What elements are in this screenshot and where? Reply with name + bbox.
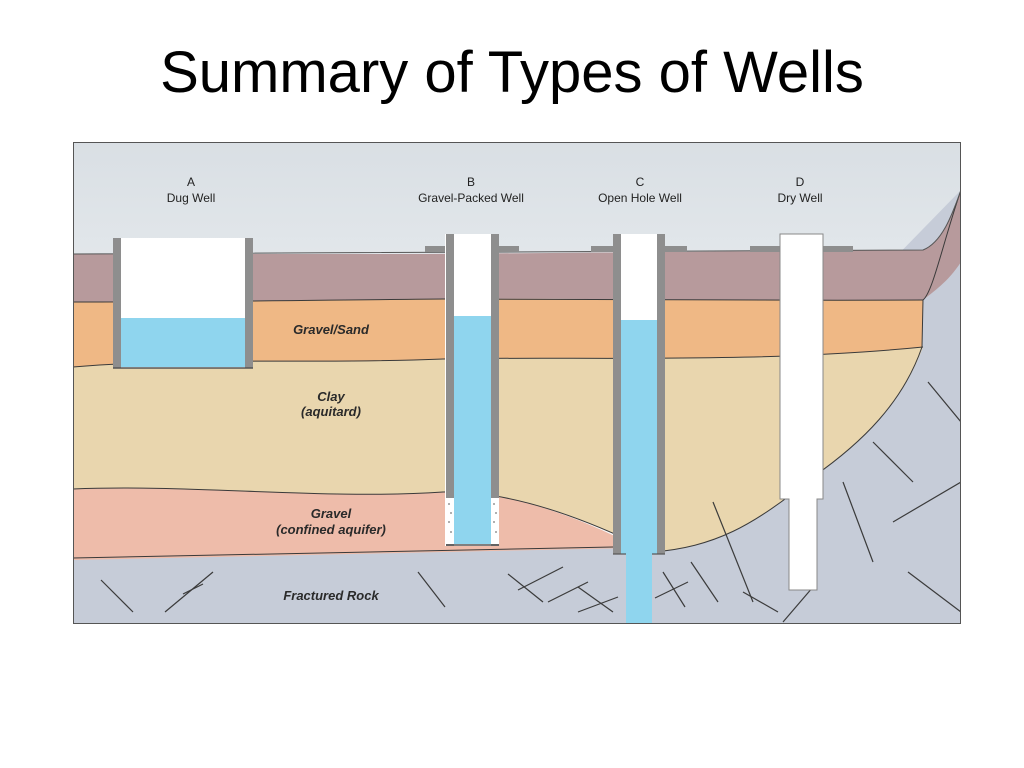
dug-well-casing-left <box>113 238 121 368</box>
ground-surface <box>73 189 961 255</box>
label-fractured-rock: Fractured Rock <box>283 588 379 603</box>
diagram-frame <box>73 142 961 624</box>
well-c-letter: C <box>636 175 645 189</box>
boundary-confined-rock <box>73 546 614 559</box>
well-d-name: Dry Well <box>777 191 822 205</box>
confined-gravel-layer <box>73 486 653 560</box>
dry-well <box>750 233 853 591</box>
open-hole-well-casing-right <box>657 234 665 554</box>
gravel-packed-well-casing-left <box>446 234 454 546</box>
gravel-packed-well-water <box>454 316 491 544</box>
gravel-pack-dots <box>448 503 497 533</box>
dug-well-water <box>121 318 245 367</box>
dug-well-casing-right <box>245 238 253 368</box>
label-gravel-sand: Gravel/Sand <box>293 322 370 337</box>
label-confined-aquifer: (confined aquifer) <box>276 522 386 537</box>
boundary-soil-rock-slope <box>652 189 961 553</box>
open-hole-well-casing-left <box>613 234 621 554</box>
label-gravel: Gravel <box>311 506 352 521</box>
well-a-letter: A <box>187 175 195 189</box>
slide-title: Summary of Types of Wells <box>160 40 864 105</box>
wells-cross-section-diagram: A Dug Well B Gravel-Packed Well C Open H… <box>73 142 961 624</box>
gravel-pack-left <box>446 498 454 544</box>
gravel-pack-right <box>491 498 499 544</box>
well-b-letter: B <box>467 175 475 189</box>
topsoil-layer <box>73 190 961 302</box>
well-d-letter: D <box>796 175 805 189</box>
dry-well-shaft <box>779 233 824 591</box>
well-b-name: Gravel-Packed Well <box>418 191 524 205</box>
boundary-clay-confined <box>73 487 654 553</box>
dug-well <box>113 238 253 369</box>
open-hole-well-borehole <box>626 552 652 624</box>
gravel-packed-well <box>425 234 519 546</box>
well-c-name: Open Hole Well <box>598 191 682 205</box>
well-a-name: Dug Well <box>167 191 215 205</box>
open-hole-well-water <box>621 320 657 554</box>
open-hole-well <box>591 234 687 624</box>
label-clay: Clay <box>317 389 345 404</box>
gravel-packed-well-casing-right <box>491 234 499 546</box>
label-aquitard: (aquitard) <box>301 404 361 419</box>
rock-fractures <box>100 381 961 623</box>
